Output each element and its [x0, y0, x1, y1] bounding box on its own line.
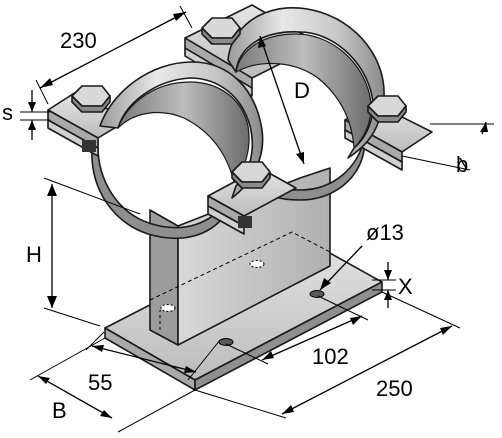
dimension-b-base: B — [29, 337, 196, 433]
mounting-holes — [160, 260, 325, 346]
bolt-front-left — [71, 85, 111, 152]
dim-label-hole-diameter: ø13 — [366, 220, 404, 245]
dim-label-250: 250 — [376, 376, 413, 401]
dim-label-230: 230 — [60, 28, 97, 53]
dimension-d: D — [258, 35, 310, 165]
dim-label-s: s — [2, 100, 13, 125]
dimension-230: 230 — [35, 5, 193, 105]
dim-label-102: 102 — [312, 344, 349, 369]
bolt-rear-left — [201, 17, 241, 45]
dimension-102: 102 — [225, 295, 369, 369]
dim-label-b: b — [456, 152, 468, 177]
dimension-250: 250 — [194, 291, 461, 419]
dimension-s: s — [2, 90, 50, 140]
dimension-x: X — [372, 262, 413, 308]
dimension-h: H — [26, 177, 141, 327]
dimension-b: b — [401, 121, 494, 177]
dim-label-b-base: B — [52, 398, 67, 423]
dimension-hole-diameter: ø13 — [319, 220, 404, 291]
bolt-rear-right — [367, 95, 407, 123]
dimension-55: 55 — [85, 331, 221, 395]
bolt-front-right — [231, 161, 271, 228]
front-pipe-clamp — [47, 61, 297, 240]
dim-label-d: D — [294, 78, 310, 103]
hidden-edges — [149, 231, 331, 330]
dim-label-x: X — [398, 274, 413, 299]
dim-label-h: H — [26, 242, 42, 267]
dim-label-55: 55 — [88, 370, 112, 395]
